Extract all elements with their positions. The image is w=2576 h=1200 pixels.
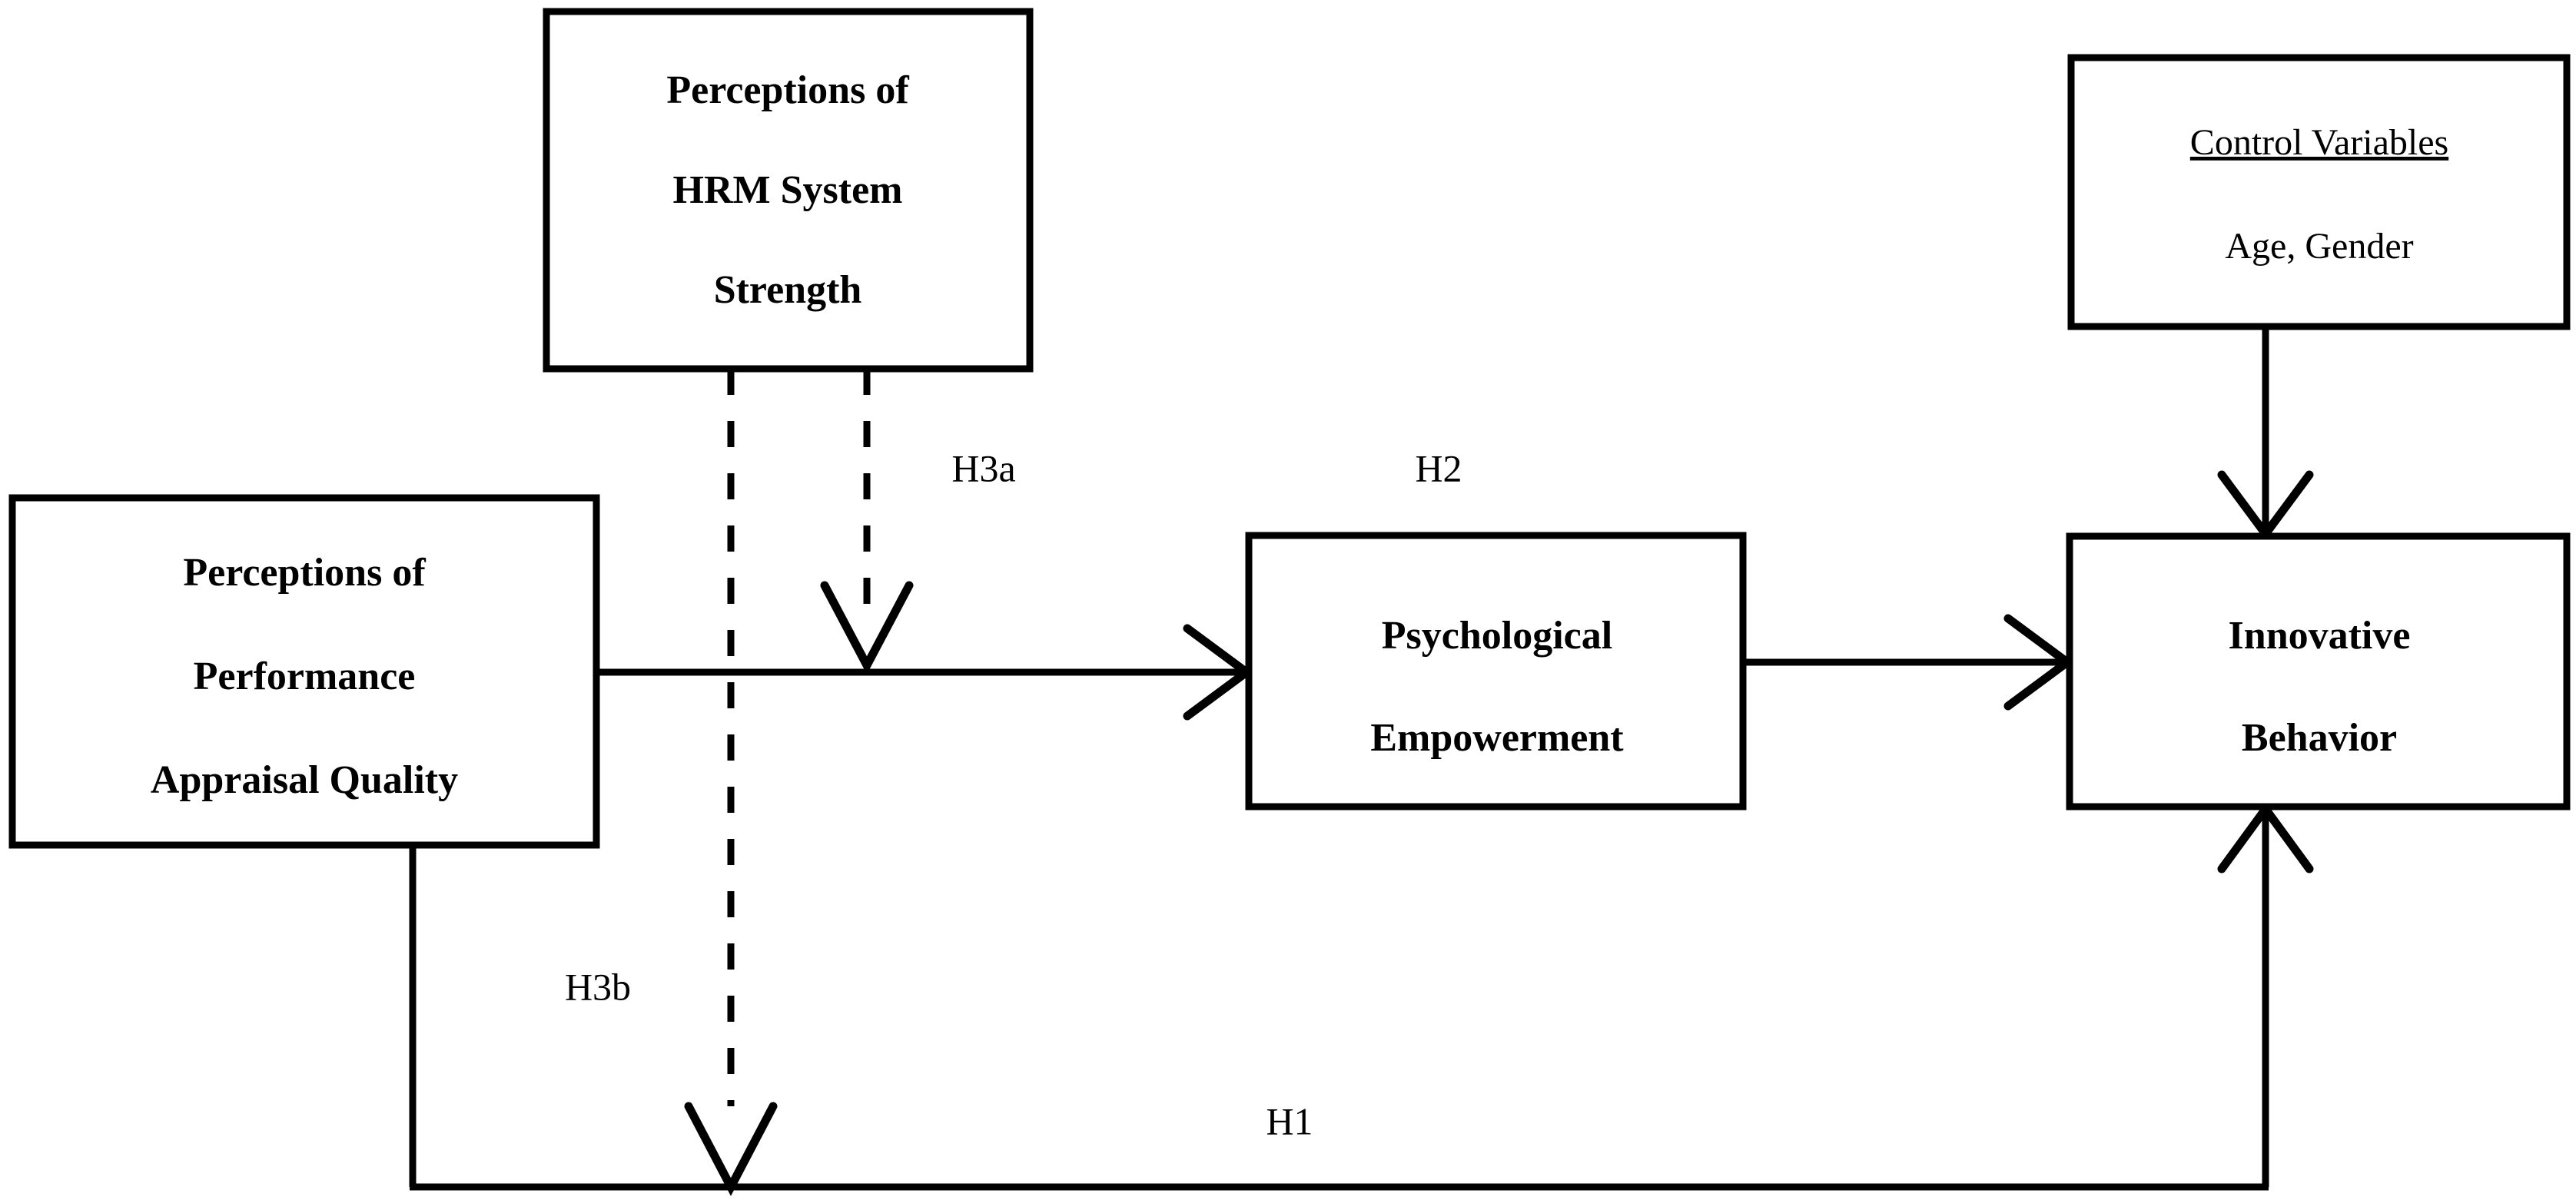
- node-label-paq-line-3: Appraisal Quality: [151, 758, 458, 802]
- node-perceptions-of-hrm-system-strength[interactable]: Perceptions of HRM System Strength: [543, 8, 1034, 373]
- node-perceptions-of-performance-appraisal-quality[interactable]: Perceptions of Performance Appraisal Qua…: [8, 494, 600, 849]
- node-label-ib-line-2: Behavior: [2242, 716, 2397, 760]
- connector-appraisal-quality-to-innovative-behavior: [409, 801, 2314, 1191]
- node-label-paq-line-2: Performance: [194, 655, 416, 698]
- node-label-hrm-line-3: Strength: [714, 268, 862, 312]
- node-label-ib-line-1: Innovative: [2229, 614, 2411, 658]
- node-label-pe-line-1: Psychological: [1382, 614, 1612, 658]
- node-label-hrm-line-2: HRM System: [673, 168, 903, 212]
- connector-control-variables-to-innovative-behavior: [2217, 327, 2314, 542]
- node-box-psychological-empowerment[interactable]: [1245, 532, 1747, 810]
- node-psychological-empowerment[interactable]: Psychological Empowerment: [1245, 532, 1747, 810]
- hypothesis-label-h1: H1: [1266, 1099, 1313, 1142]
- node-label-pe-line-2: Empowerment: [1370, 716, 1624, 760]
- connector-hrm-moderates-paq-to-pe: [820, 369, 914, 675]
- node-label-hrm-line-1: Perceptions of: [666, 68, 909, 112]
- connector-hrm-moderates-paq-to-ib: [684, 369, 778, 1196]
- node-box-hrm-system-strength[interactable]: [543, 8, 1034, 373]
- connector-psychological-empowerment-to-innovative-behavior: [1743, 614, 2075, 711]
- node-box-control-variables[interactable]: [2067, 54, 2571, 330]
- connector-appraisal-quality-to-psychological-empowerment: [596, 624, 1254, 721]
- node-label-paq-line-1: Perceptions of: [183, 551, 426, 595]
- node-innovative-behavior[interactable]: Innovative Behavior: [2066, 532, 2571, 810]
- node-box-performance-appraisal-quality[interactable]: [8, 494, 600, 849]
- node-label-cv-items: Age, Gender: [2225, 226, 2413, 267]
- node-label-cv-title: Control Variables: [2190, 122, 2448, 163]
- hypothesis-label-h2: H2: [1415, 446, 1462, 489]
- hypothesis-label-h3b: H3b: [565, 965, 631, 1008]
- hypothesis-label-h3a: H3a: [951, 446, 1015, 489]
- node-control-variables[interactable]: Control Variables Age, Gender: [2067, 54, 2571, 330]
- node-box-innovative-behavior[interactable]: [2066, 532, 2571, 810]
